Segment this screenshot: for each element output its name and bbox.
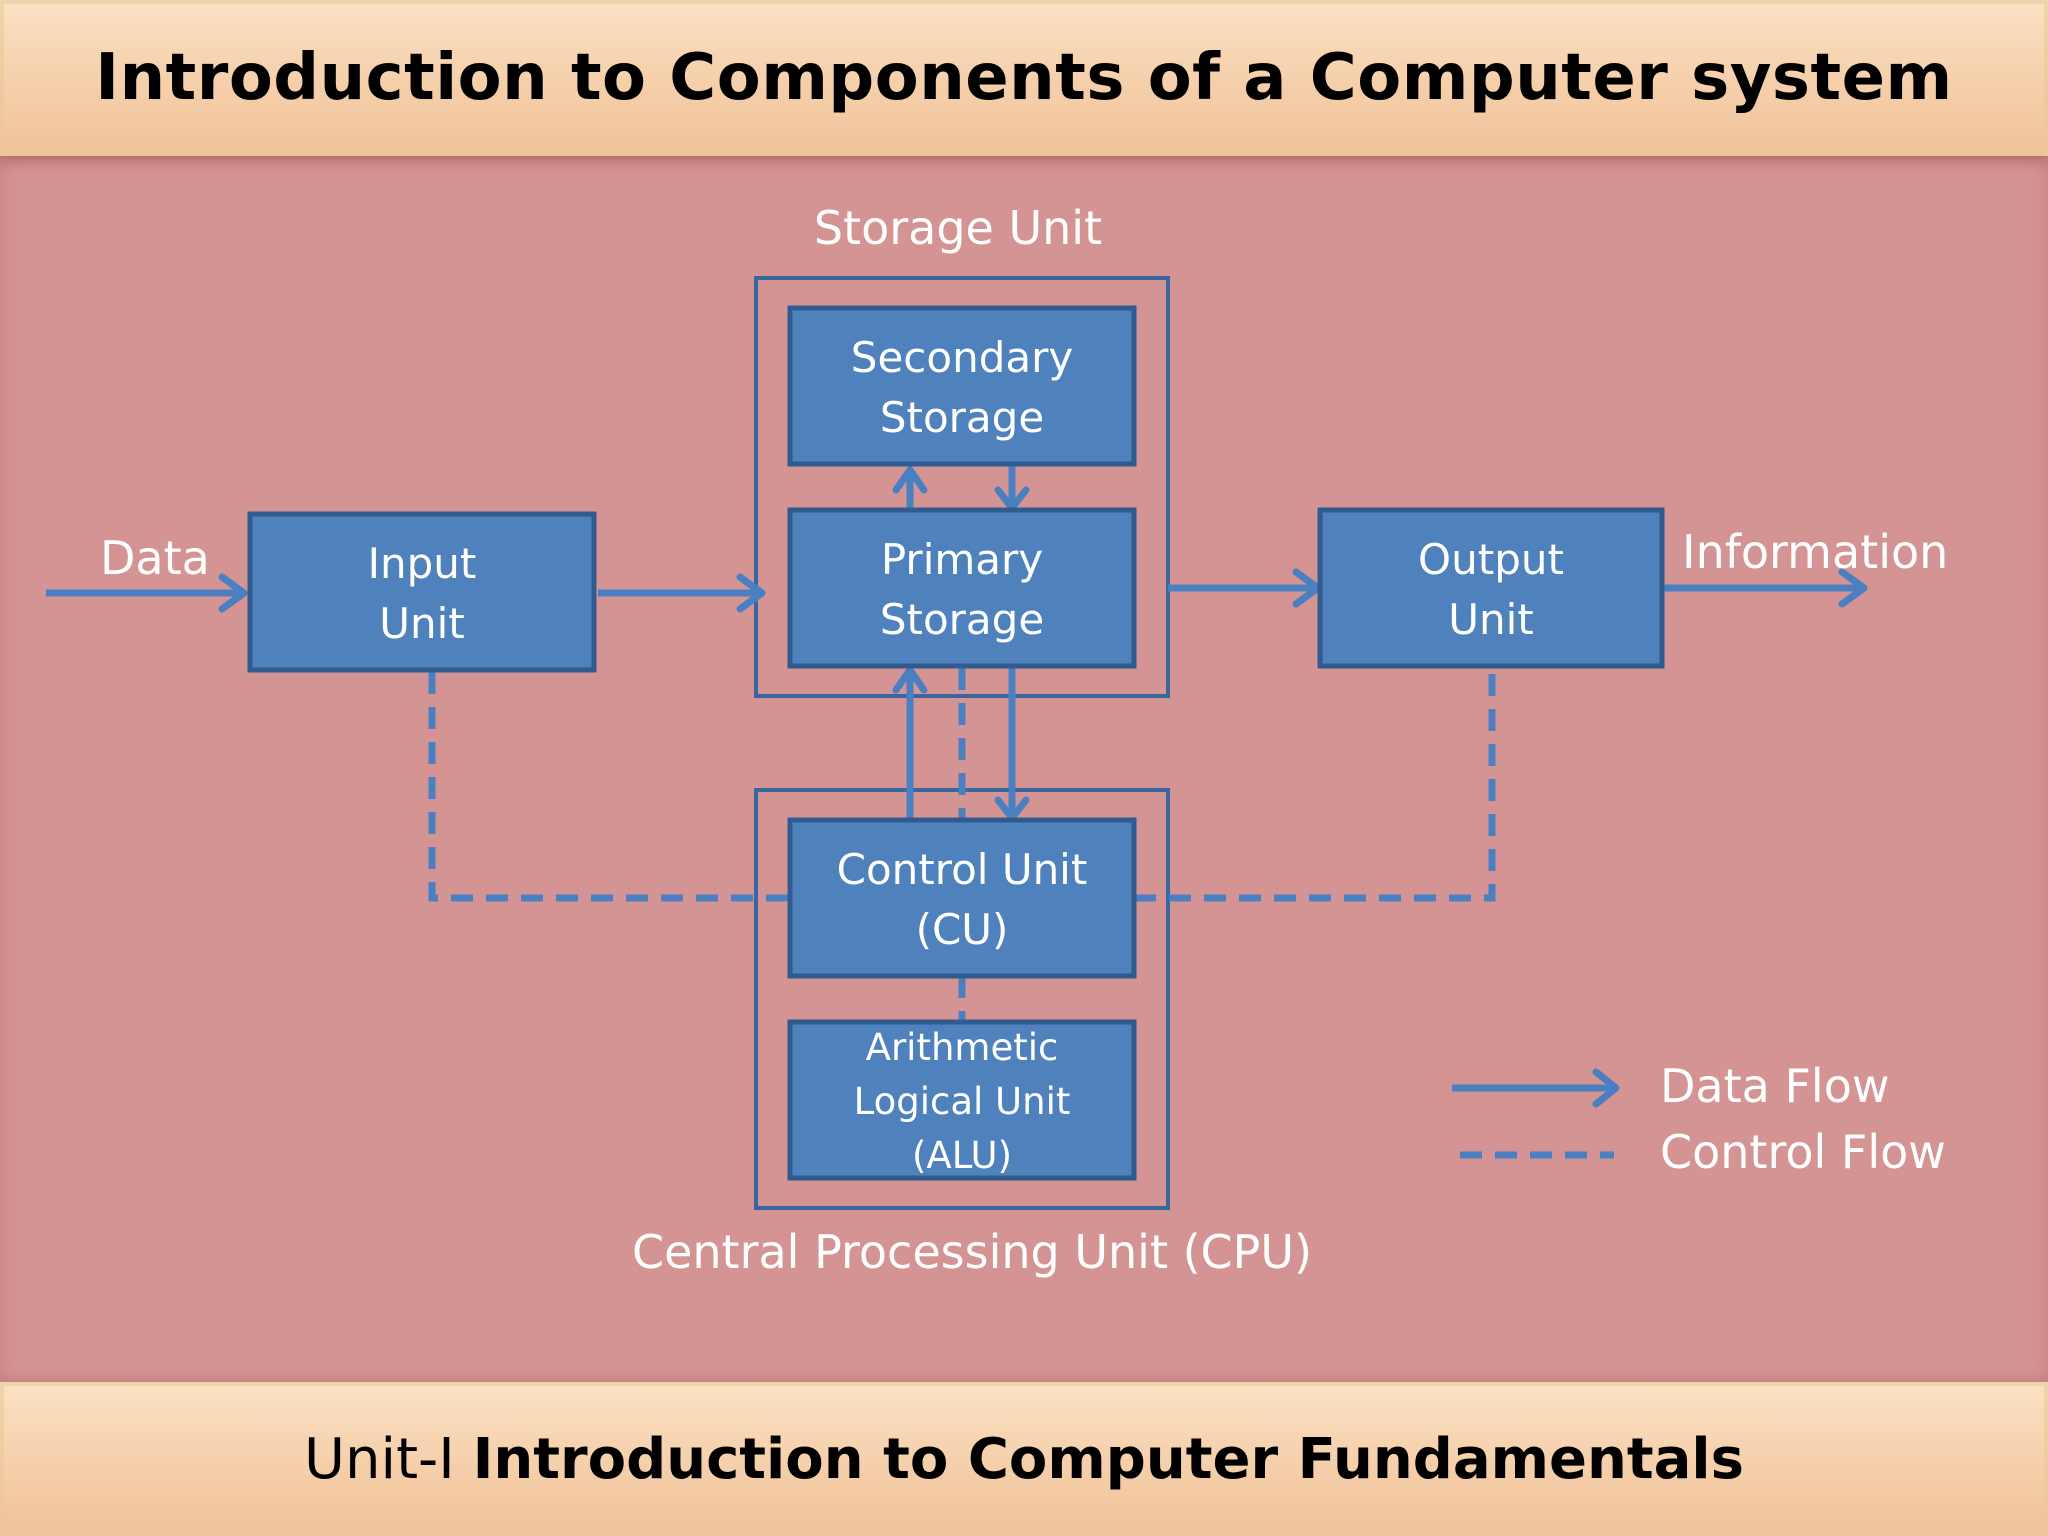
slide-title: Introduction to Components of a Computer… <box>95 41 1953 115</box>
input-unit-box: Input Unit <box>247 511 597 673</box>
data-label: Data <box>100 531 210 585</box>
input-unit-line-2: Unit <box>379 599 465 648</box>
input-to-storage-arrowhead <box>736 573 766 613</box>
footer-prefix: Unit-I <box>304 1426 455 1492</box>
output-unit-line-1: Output <box>1418 535 1564 584</box>
alu-line-3: (ALU) <box>912 1134 1012 1177</box>
storage-unit-label: Storage Unit <box>814 201 1102 255</box>
storage-unit-frame <box>754 276 1170 698</box>
title-banner: Introduction to Components of a Computer… <box>0 0 2048 156</box>
data-in-arrowhead <box>218 573 248 613</box>
output-unit-line-2: Unit <box>1448 595 1534 644</box>
cu-to-primary-arrowhead <box>892 666 928 694</box>
control-to-input-line <box>428 672 790 902</box>
control-unit-line-1: Control Unit <box>837 845 1088 894</box>
footer-subtitle: Introduction to Computer Fundamentals <box>472 1426 1744 1492</box>
footer-banner: Unit-I Introduction to Computer Fundamen… <box>0 1382 2048 1536</box>
control-to-output-line <box>1134 668 1496 902</box>
alu-line-2: Logical Unit <box>854 1080 1071 1123</box>
secondary-storage-line-2: Storage <box>880 393 1044 442</box>
cpu-label: Central Processing Unit (CPU) <box>632 1225 1312 1279</box>
secondary-storage-box: Secondary Storage <box>787 305 1137 467</box>
primary-to-secondary-arrowhead <box>892 466 928 494</box>
alu-box: Arithmetic Logical Unit (ALU) <box>787 1019 1137 1181</box>
alu-line-1: Arithmetic <box>866 1026 1059 1069</box>
information-out-arrowhead <box>1838 568 1868 608</box>
legend: Data Flow Control Flow <box>1452 1059 1946 1179</box>
primary-storage-line-1: Primary <box>881 535 1043 584</box>
control-unit-box: Control Unit (CU) <box>787 817 1137 979</box>
primary-storage-box: Primary Storage <box>787 507 1137 669</box>
information-label: Information <box>1682 525 1948 579</box>
output-unit-box: Output Unit <box>1317 507 1665 669</box>
input-unit-line-1: Input <box>368 539 477 588</box>
secondary-storage-line-1: Secondary <box>851 333 1073 382</box>
primary-storage-line-2: Storage <box>880 595 1044 644</box>
legend-data-flow-label: Data Flow <box>1660 1059 1889 1113</box>
footer-text: Unit-I Introduction to Computer Fundamen… <box>304 1427 1744 1492</box>
control-unit-line-2: (CU) <box>916 905 1009 954</box>
legend-control-flow-label: Control Flow <box>1660 1125 1946 1179</box>
legend-data-flow-arrowhead <box>1592 1068 1620 1108</box>
